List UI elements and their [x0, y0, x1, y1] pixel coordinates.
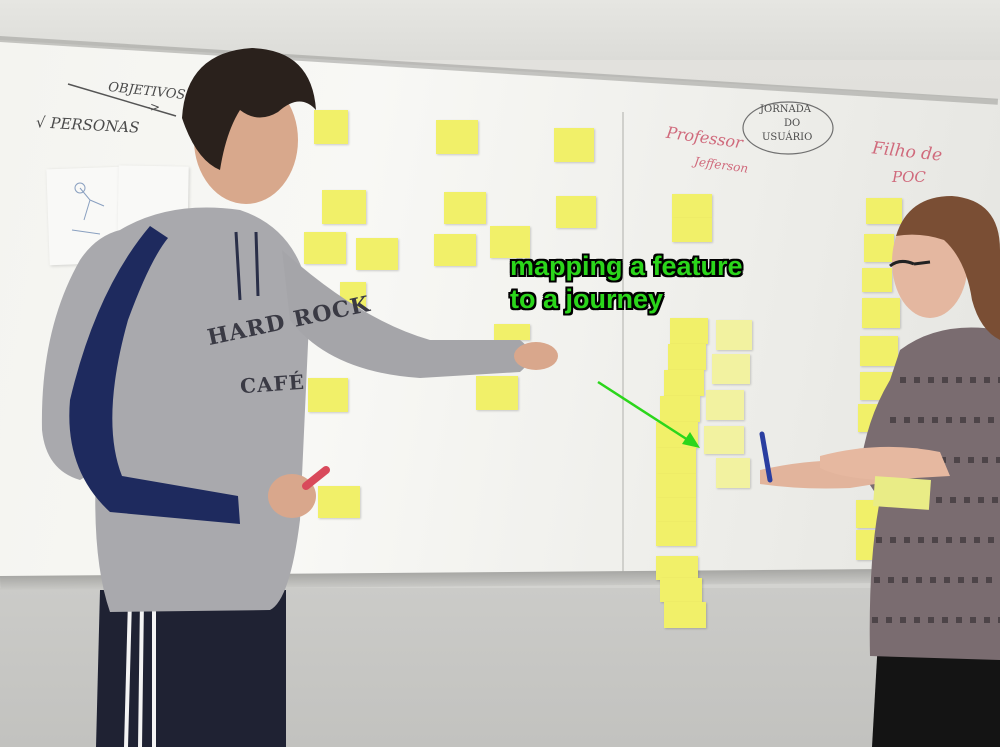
sticky-note — [672, 194, 712, 218]
sticky-note — [866, 198, 902, 224]
sticky-note — [656, 556, 698, 580]
sticky-note — [672, 218, 712, 242]
sticky-note — [314, 110, 348, 144]
overlay-caption: mapping a feature to a journey — [510, 250, 810, 316]
note-persona-right-line2: POC — [892, 168, 926, 186]
sticky-note — [660, 578, 702, 602]
sticky-note — [664, 602, 706, 628]
caption-line-2: to a journey — [510, 284, 664, 314]
sticky-note — [670, 318, 708, 344]
sticky-note — [706, 390, 744, 420]
sticky-note — [656, 448, 696, 474]
sticky-note — [716, 458, 750, 488]
note-jornada-line2: DO — [784, 118, 801, 129]
sticky-note — [304, 232, 346, 264]
sticky-note — [860, 336, 898, 366]
whiteboard-divider-line — [622, 112, 624, 572]
sticky-note — [704, 426, 744, 454]
sticky-note — [716, 320, 752, 350]
sticky-note — [862, 298, 900, 328]
sticky-note — [318, 486, 360, 518]
sticky-note — [862, 268, 892, 292]
sticky-note — [476, 376, 518, 410]
sticky-note — [656, 522, 696, 546]
sticky-note — [864, 234, 894, 262]
sticky-note — [556, 196, 596, 228]
jornada-ellipse — [742, 101, 834, 155]
note-jornada-line3: USUÁRIO — [762, 132, 813, 143]
sticky-note — [356, 238, 398, 270]
paper-diagram-sketch — [71, 182, 105, 235]
whiteboard-scribble-line — [67, 83, 177, 117]
sticky-note — [434, 234, 476, 266]
sticky-note — [712, 354, 750, 384]
sticky-note — [554, 128, 594, 162]
sticky-note — [308, 378, 348, 412]
sticky-note — [490, 226, 530, 258]
sticky-note — [656, 474, 696, 498]
sticky-note — [656, 498, 696, 522]
sticky-note — [444, 192, 486, 224]
sticky-note — [436, 120, 478, 154]
note-jornada-line1: JORNADA — [760, 104, 811, 115]
caption-line-1: mapping a feature — [510, 251, 743, 281]
sticky-note — [494, 324, 530, 340]
sticky-note — [322, 190, 366, 224]
sticky-note — [668, 344, 706, 370]
